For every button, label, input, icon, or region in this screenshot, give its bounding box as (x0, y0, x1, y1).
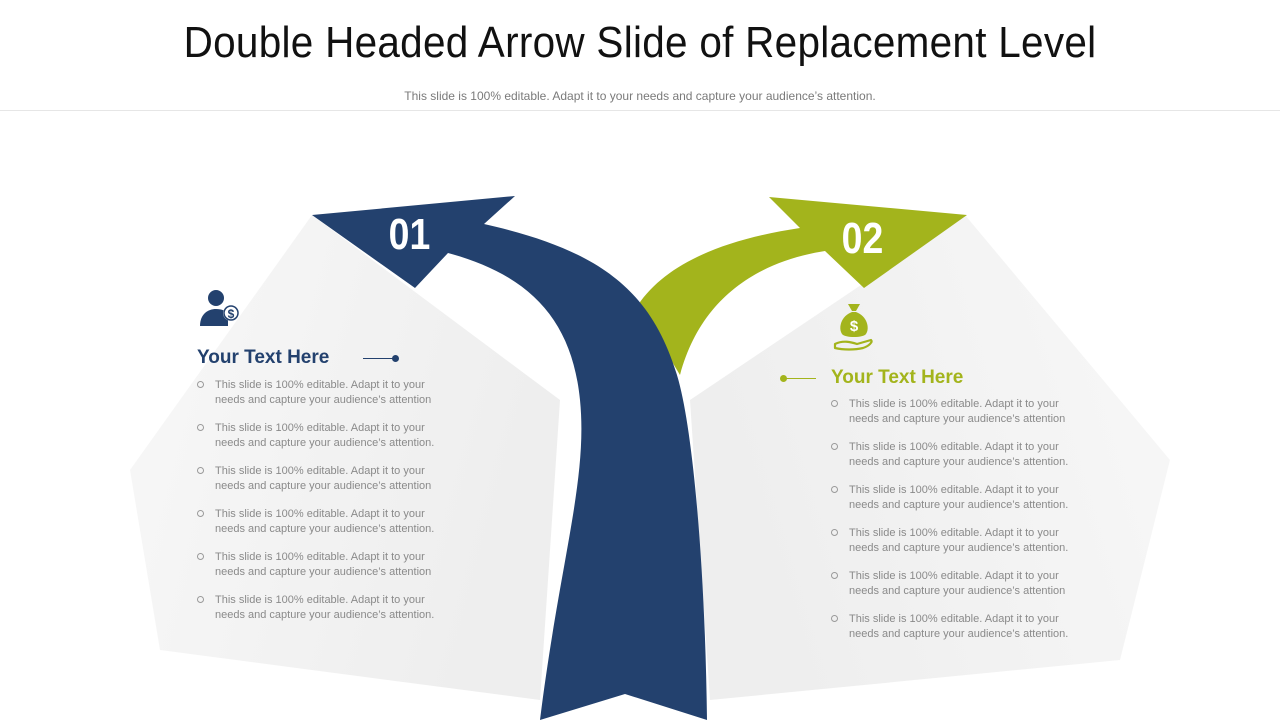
right-heading: Your Text Here (831, 367, 964, 388)
left-bullet-list: This slide is 100% editable. Adapt it to… (197, 378, 457, 636)
bullet-circle-icon (831, 615, 838, 622)
list-item: This slide is 100% editable. Adapt it to… (831, 569, 1091, 612)
list-item: This slide is 100% editable. Adapt it to… (197, 507, 457, 550)
bullet-circle-icon (197, 467, 204, 474)
list-item: This slide is 100% editable. Adapt it to… (197, 593, 457, 636)
bullet-circle-icon (831, 572, 838, 579)
list-item: This slide is 100% editable. Adapt it to… (831, 612, 1091, 655)
bullet-circle-icon (197, 510, 204, 517)
left-heading: Your Text Here (197, 347, 330, 368)
connector-dot (780, 375, 787, 382)
right-connector (780, 375, 816, 382)
person-dollar-icon: $ (200, 290, 239, 326)
bullet-circle-icon (831, 486, 838, 493)
bullet-circle-icon (831, 529, 838, 536)
list-item: This slide is 100% editable. Adapt it to… (197, 550, 457, 593)
list-item: This slide is 100% editable. Adapt it to… (831, 483, 1091, 526)
step-number-01: 01 (388, 210, 431, 259)
list-item: This slide is 100% editable. Adapt it to… (197, 421, 457, 464)
header-divider (0, 110, 1280, 111)
left-connector (363, 355, 399, 362)
list-item: This slide is 100% editable. Adapt it to… (831, 526, 1091, 569)
bullet-circle-icon (197, 596, 204, 603)
slide-subtitle: This slide is 100% editable. Adapt it to… (404, 89, 876, 103)
bullet-circle-icon (831, 400, 838, 407)
list-item: This slide is 100% editable. Adapt it to… (831, 440, 1091, 483)
bullet-circle-icon (197, 381, 204, 388)
arrow-01 (312, 196, 707, 720)
left-shadow (130, 215, 560, 700)
list-item: This slide is 100% editable. Adapt it to… (197, 464, 457, 507)
right-bullet-list: This slide is 100% editable. Adapt it to… (831, 397, 1091, 655)
right-shadow (690, 215, 1170, 700)
connector-dot (392, 355, 399, 362)
svg-text:$: $ (228, 307, 235, 321)
svg-text:$: $ (850, 318, 859, 335)
bullet-circle-icon (197, 424, 204, 431)
bullet-circle-icon (831, 443, 838, 450)
money-bag-hand-icon: $ (833, 304, 873, 351)
step-number-02: 02 (841, 214, 884, 263)
list-item: This slide is 100% editable. Adapt it to… (197, 378, 457, 421)
bullet-circle-icon (197, 553, 204, 560)
slide-title: Double Headed Arrow Slide of Replacement… (183, 18, 1097, 67)
list-item: This slide is 100% editable. Adapt it to… (831, 397, 1091, 440)
arrow-02 (638, 197, 967, 375)
